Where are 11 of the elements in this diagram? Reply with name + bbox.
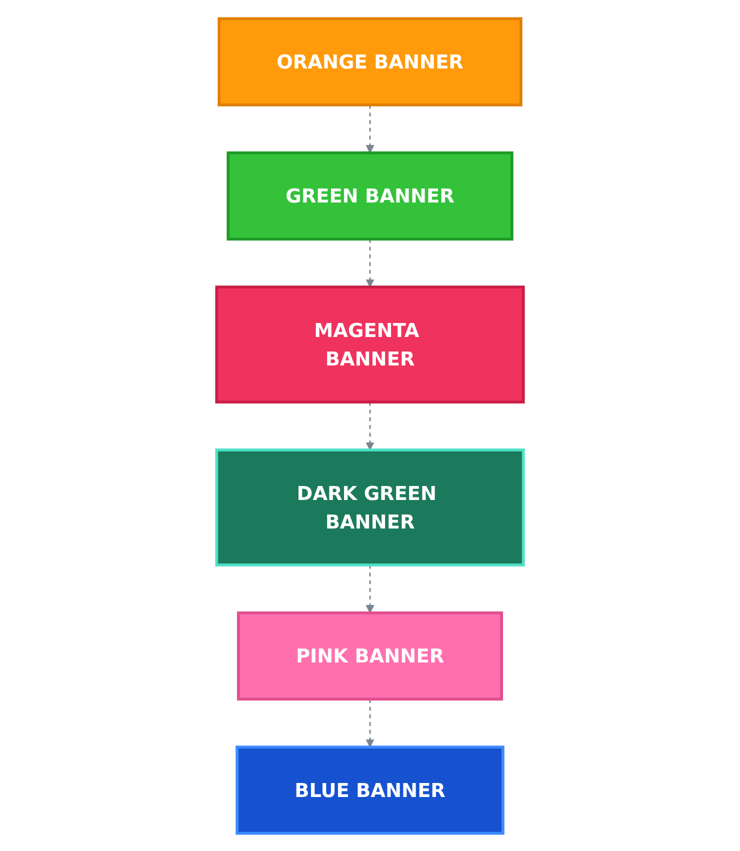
arrow bbox=[366, 698, 374, 747]
arrow bbox=[366, 104, 374, 153]
node-box: GREEN BANNER bbox=[226, 150, 514, 240]
node-box: ORANGE BANNER bbox=[218, 16, 522, 106]
arrow bbox=[366, 238, 374, 287]
node-box: BLUE BANNER bbox=[236, 745, 504, 834]
node-box: PINK BANNER bbox=[237, 610, 503, 700]
node-box: MAGENTA BANNER bbox=[215, 285, 525, 403]
node-box: DARK GREEN BANNER bbox=[215, 448, 525, 566]
arrow bbox=[366, 402, 374, 450]
arrow bbox=[366, 564, 374, 613]
